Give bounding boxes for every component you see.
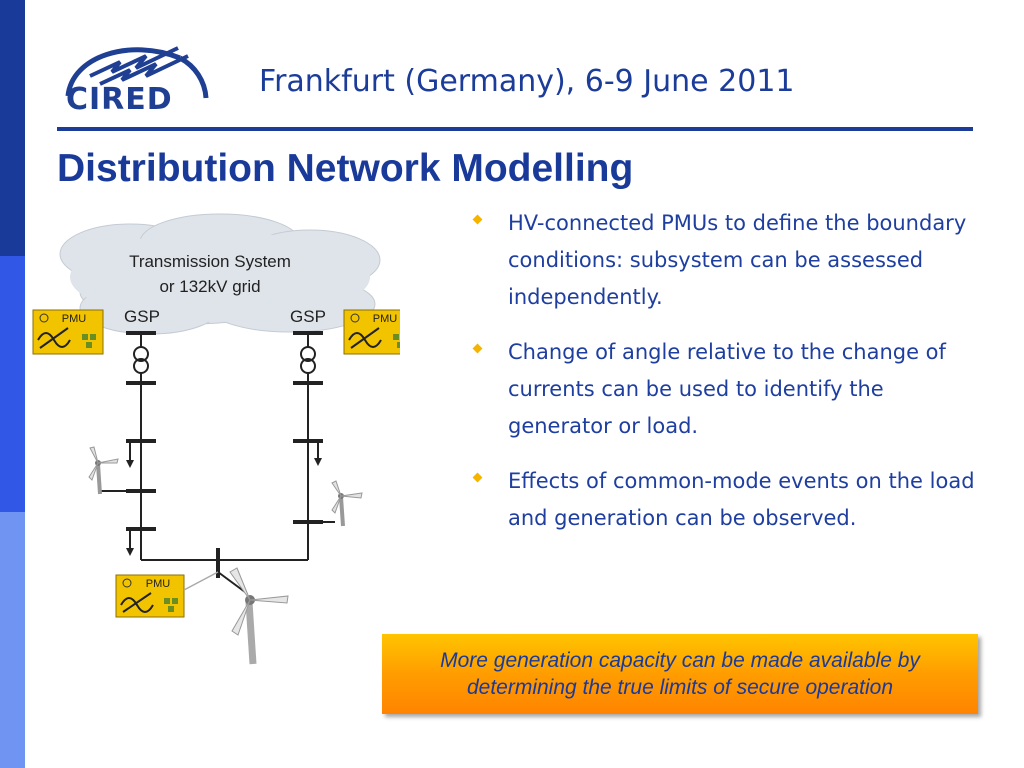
bullet-text: Effects of common-mode events on the loa…: [508, 469, 975, 530]
diamond-bullet-icon: [472, 343, 483, 354]
callout-box: More generation capacity can be made ava…: [382, 634, 978, 714]
gsp-label-left: GSP: [124, 307, 160, 326]
left-feeder: [100, 331, 308, 561]
bullet-list: HV-connected PMUs to define the boundary…: [468, 205, 978, 555]
network-diagram: Transmission System or 132kV grid GSP GS…: [30, 212, 415, 672]
sidebar-band-dark: [0, 0, 25, 256]
pmu-box-left: PMU: [32, 309, 104, 355]
pmu-box-right: PMU: [343, 309, 415, 355]
pmu-label: PMU: [146, 578, 171, 590]
pmu-label: PMU: [62, 313, 87, 325]
slide-title: Distribution Network Modelling: [57, 147, 634, 190]
load-arrow-icon: [314, 458, 322, 466]
logo-arc-icon: [65, 46, 209, 99]
logo-text: CIRED: [66, 82, 173, 117]
bullet-text: HV-connected PMUs to define the boundary…: [508, 211, 967, 309]
pmu-box-bottom: PMU: [115, 574, 185, 618]
wind-turbine-icon: [88, 446, 119, 495]
pmu-label: PMU: [373, 313, 398, 325]
gsp-label-right: GSP: [290, 307, 326, 326]
diamond-bullet-icon: [472, 472, 483, 483]
sidebar-band-mid: [0, 256, 25, 512]
right-feeder: [293, 331, 335, 560]
pmu-connector: [183, 571, 219, 591]
header-divider: [57, 127, 973, 131]
wind-turbine-icon: [331, 480, 363, 527]
cloud-label-line1: Transmission System: [129, 252, 291, 271]
bullet-item: HV-connected PMUs to define the boundary…: [468, 205, 978, 316]
cloud-shape: [59, 213, 381, 335]
sidebar-bands: [0, 0, 25, 768]
bullet-item: Effects of common-mode events on the loa…: [468, 463, 978, 537]
load-arrow-icon: [126, 460, 134, 468]
event-title: Frankfurt (Germany), 6-9 June 2011: [259, 64, 795, 99]
cloud-label-line2: or 132kV grid: [159, 277, 260, 296]
sidebar-band-light: [0, 512, 25, 768]
diamond-bullet-icon: [472, 214, 483, 225]
load-arrow-icon: [126, 548, 134, 556]
cired-logo: CIRED: [60, 36, 210, 122]
bullet-text: Change of angle relative to the change o…: [508, 340, 946, 438]
wind-turbine-icon: [229, 567, 289, 665]
callout-text: More generation capacity can be made ava…: [440, 649, 920, 699]
bullet-item: Change of angle relative to the change o…: [468, 334, 978, 445]
